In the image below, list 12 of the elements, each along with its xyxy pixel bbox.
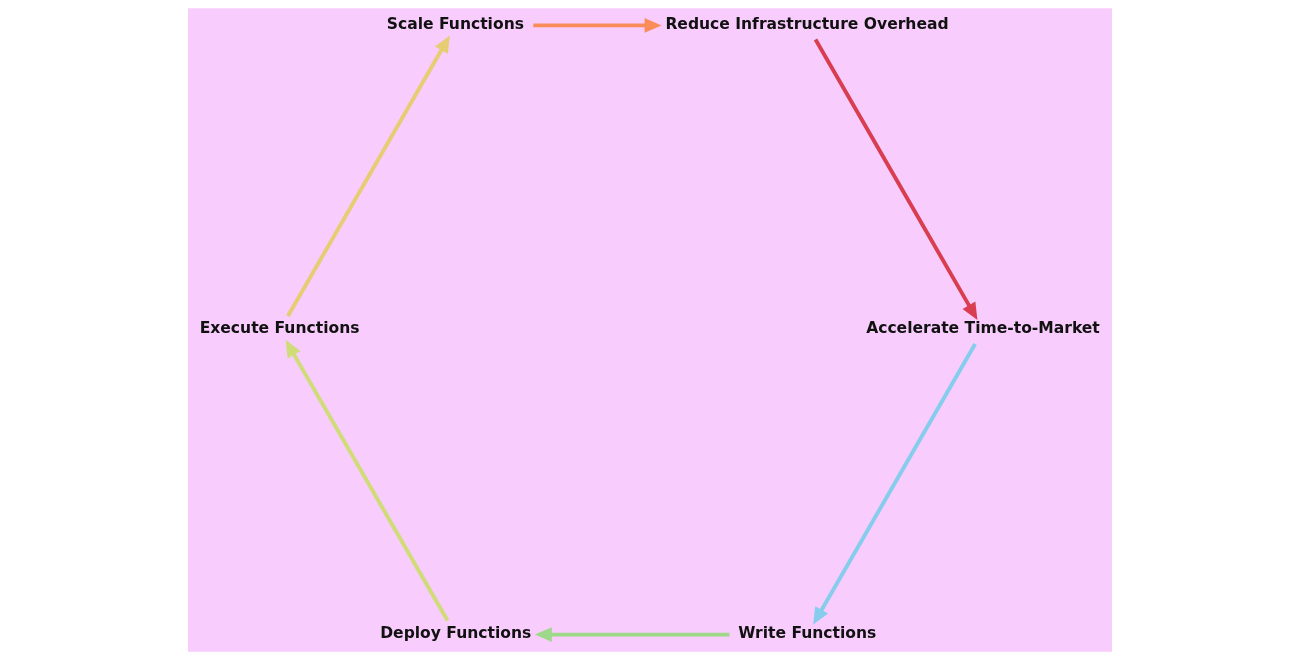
arrow	[534, 627, 730, 642]
arrow	[286, 35, 450, 317]
arrow	[813, 38, 978, 320]
node-text: Accelerate Time-to-Market	[866, 319, 1100, 338]
node-text: Execute Functions	[199, 319, 360, 338]
node-text: Reduce Infrastructure Overhead	[665, 14, 949, 33]
arrow	[813, 343, 977, 625]
arrow	[285, 340, 450, 622]
node-text: Write Functions	[738, 623, 877, 642]
node-text: Scale Functions	[386, 14, 524, 33]
node-text: Deploy Functions	[380, 623, 532, 642]
arrow	[533, 18, 662, 33]
